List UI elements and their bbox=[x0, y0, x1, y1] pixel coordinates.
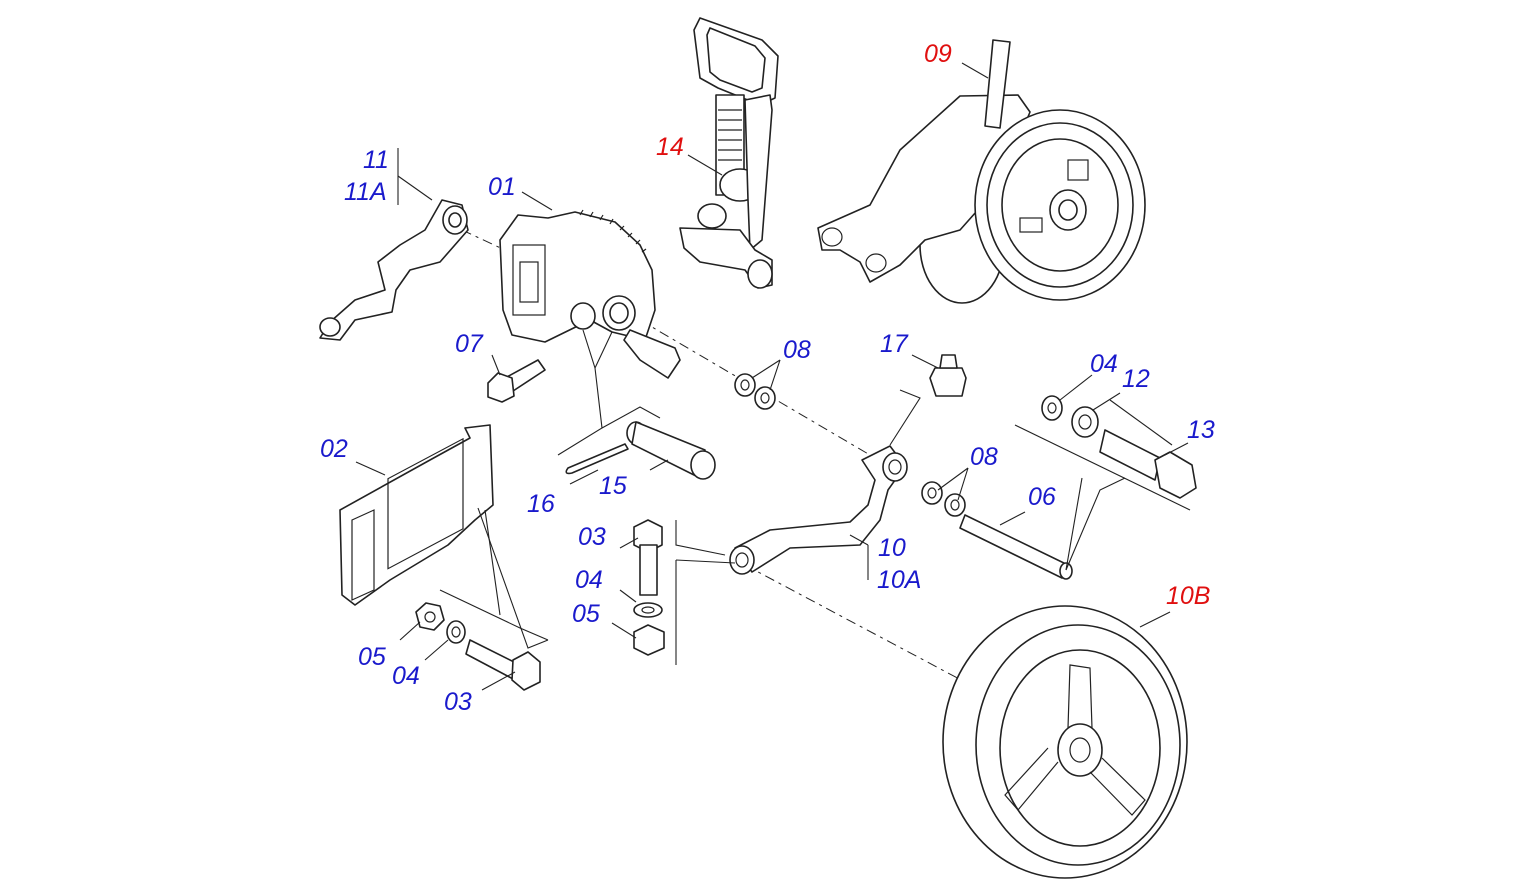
label-15: 15 bbox=[599, 472, 627, 500]
label-16: 16 bbox=[527, 490, 555, 518]
part-14-handle-assembly bbox=[679, 17, 779, 289]
part-09-wheel-mount bbox=[817, 39, 1146, 304]
label-10a: 10A bbox=[877, 566, 921, 594]
part-02-mounting-plate bbox=[339, 424, 494, 606]
label-07: 07 bbox=[455, 330, 484, 358]
label-11: 11 bbox=[363, 146, 389, 174]
label-04-right: 04 bbox=[1090, 350, 1118, 378]
part-05-04-03-lower-left bbox=[415, 602, 541, 691]
part-08-washers-lower bbox=[921, 481, 966, 517]
part-10-wheel-arm bbox=[729, 445, 908, 575]
leader-lines bbox=[355, 62, 1191, 691]
part-16-cotter-pin bbox=[565, 443, 629, 475]
label-12: 12 bbox=[1122, 365, 1150, 393]
label-04-left: 04 bbox=[392, 662, 420, 690]
label-02: 02 bbox=[320, 435, 348, 463]
label-09: 09 bbox=[924, 40, 952, 68]
part-01-quadrant-bracket bbox=[499, 209, 681, 379]
label-03-center: 03 bbox=[578, 523, 606, 551]
label-03-left: 03 bbox=[444, 688, 472, 716]
part-08-washers-upper bbox=[734, 373, 776, 410]
label-17: 17 bbox=[880, 330, 909, 358]
callout-labels: 11 11A 01 14 09 07 08 17 04 12 13 02 16 … bbox=[320, 40, 1215, 716]
label-04-center: 04 bbox=[575, 566, 603, 594]
label-08-lower: 08 bbox=[970, 443, 998, 471]
part-07-bolt bbox=[487, 359, 546, 403]
label-10: 10 bbox=[878, 534, 906, 562]
label-05-left: 05 bbox=[358, 643, 386, 671]
label-14: 14 bbox=[656, 133, 684, 161]
label-11a: 11A bbox=[344, 178, 387, 206]
part-11-lever-arm bbox=[319, 199, 469, 341]
label-06: 06 bbox=[1028, 483, 1056, 511]
label-08-upper: 08 bbox=[783, 336, 811, 364]
part-06-axle-pin bbox=[959, 514, 1073, 580]
label-01: 01 bbox=[488, 173, 516, 201]
part-04-12-13-bolt-set bbox=[1041, 395, 1197, 499]
part-17-grease-fitting bbox=[929, 354, 967, 397]
part-03-04-05-center-stack bbox=[633, 519, 665, 656]
part-15-clevis-pin bbox=[626, 421, 716, 480]
label-10b: 10B bbox=[1166, 582, 1210, 610]
part-10b-wheel bbox=[942, 605, 1188, 879]
label-13: 13 bbox=[1187, 416, 1215, 444]
label-05-center: 05 bbox=[572, 600, 600, 628]
